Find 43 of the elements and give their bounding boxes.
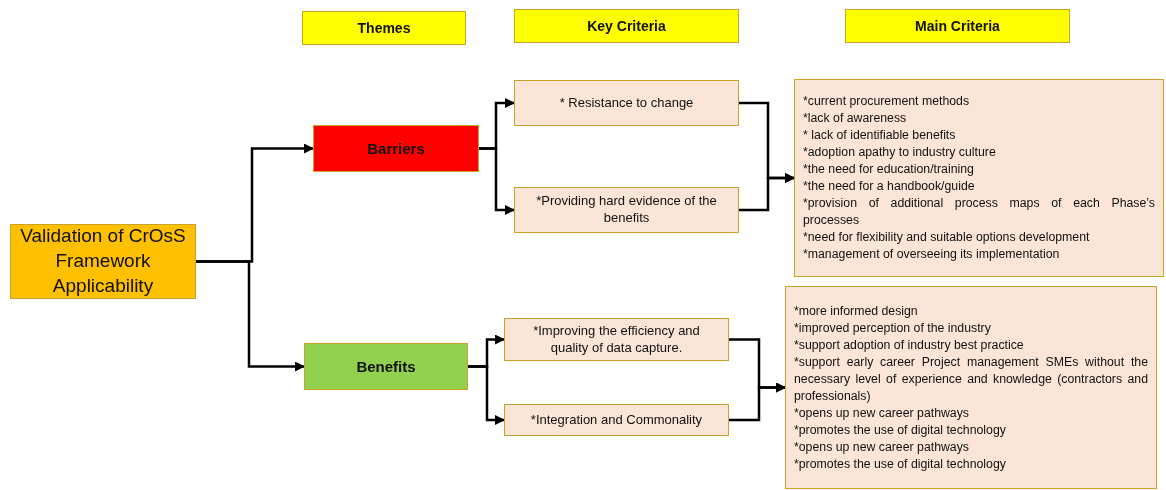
node-text: *the need for education/training [803, 161, 975, 178]
criteria-list-box [785, 286, 1157, 489]
node-text: Main Criteria [914, 16, 1001, 36]
node-text: *management of overseeing its implementation [803, 246, 1061, 263]
node-text: *promotes the use of digital technology [794, 421, 1007, 439]
node-text: * Resistance to change [558, 94, 695, 112]
node-text: *provision of additional process maps of each Phase’s processes [803, 195, 1155, 229]
criteria-list-box [794, 79, 1164, 277]
criteria-box [504, 318, 729, 361]
theme-box [313, 125, 479, 172]
node-text: *need for flexibility and suitable options development [803, 229, 1091, 246]
column-header [845, 9, 1070, 43]
node-text: *opens up new career pathways [794, 404, 970, 422]
column-header [302, 11, 466, 45]
arrow [196, 260, 305, 372]
node-text: *opens up new career pathways [794, 438, 970, 456]
node-text: *adoption apathy to industry culture [803, 144, 997, 161]
node-text: *improved perception of the industry [794, 319, 992, 337]
node-text: *current procurement methods [803, 93, 971, 110]
node-text: *lack of awareness [803, 110, 908, 127]
node-text: *support early career Project management SMEs without the necessary level of experience and knowledge (contractors and professionals) [794, 353, 1148, 405]
node-text: *Providing hard evidence of the benefits [535, 193, 718, 227]
node-text: *promotes the use of digital technology [794, 455, 1007, 473]
node-text: *Integration and Commonality [529, 411, 704, 429]
criteria-box [514, 80, 739, 126]
column-header [514, 9, 739, 43]
node-text: *more informed design [794, 302, 919, 320]
node-text: Themes [356, 18, 412, 38]
node-text: Key Criteria [586, 16, 667, 36]
node-text: *Improving the efficiency and quality of data capture. [532, 322, 701, 357]
node-text: *the need for a handbook/guide [803, 178, 976, 195]
node-text: * lack of identifiable benefits [803, 127, 957, 144]
node-text: Validation of CrOsS Framework Applicability [19, 224, 187, 298]
arrow [468, 365, 505, 425]
arrow [739, 173, 795, 212]
arrow [479, 147, 515, 215]
node-text: Barriers [366, 138, 426, 159]
arrow [729, 382, 786, 422]
theme-box [304, 343, 468, 390]
criteria-box [504, 404, 729, 436]
node-text: *support adoption of industry best practice [794, 336, 1025, 354]
node-text: Benefits [355, 356, 417, 377]
criteria-box [514, 187, 739, 233]
